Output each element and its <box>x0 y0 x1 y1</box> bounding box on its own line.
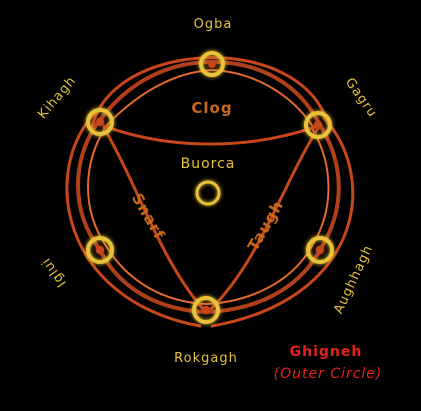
outer-arc-bottom-left-inner <box>105 245 207 305</box>
outer-arc-top-left-inner <box>103 69 213 129</box>
legend-subtitle: (Outer Circle) <box>274 366 383 382</box>
label-inner-left: Snarf <box>128 190 169 243</box>
wrap-arc-top <box>90 56 330 130</box>
inner-edge-top <box>102 124 320 146</box>
ring-lower-right <box>306 236 334 264</box>
outer-arc-bottom-right-inner <box>205 245 313 305</box>
outer-arc-left-inner <box>87 125 107 247</box>
inner-edge-right <box>208 126 320 312</box>
outer-arc-top-right-inner <box>211 69 315 129</box>
ring-top <box>199 51 225 77</box>
outer-arc-bottom-right <box>204 248 322 314</box>
label-lower-left: Iglui <box>39 254 70 289</box>
label-center: Buorca <box>181 156 236 172</box>
label-inner-top: Clog <box>191 99 232 117</box>
outer-arc-top-left <box>98 60 214 122</box>
ring-bottom <box>192 296 220 324</box>
label-upper-left: Kihagh <box>35 73 79 122</box>
outer-arc-right-inner <box>311 127 330 247</box>
outer-arc-top-right <box>210 60 322 127</box>
ring-center <box>195 180 221 206</box>
legend-title: Ghigneh <box>290 344 363 360</box>
wrap-arc-right <box>210 116 355 328</box>
label-upper-right: Gagru <box>342 75 380 120</box>
label-inner-right: Taugh <box>244 197 287 254</box>
path-network <box>65 56 355 328</box>
label-bottom: Rokgagh <box>174 351 238 366</box>
ring-nodes <box>86 51 334 324</box>
label-top: Ogba <box>194 17 233 32</box>
outer-arc-left <box>76 120 102 252</box>
inner-edge-left <box>102 126 206 312</box>
ring-lower-left <box>86 236 114 264</box>
label-lower-right: Aughhagh <box>331 243 376 317</box>
ring-upper-right <box>304 111 332 139</box>
outer-arc-right <box>318 123 341 252</box>
outer-arc-bottom-left <box>98 248 208 314</box>
ring-upper-left <box>86 108 114 136</box>
wrap-arc-left <box>65 110 202 328</box>
